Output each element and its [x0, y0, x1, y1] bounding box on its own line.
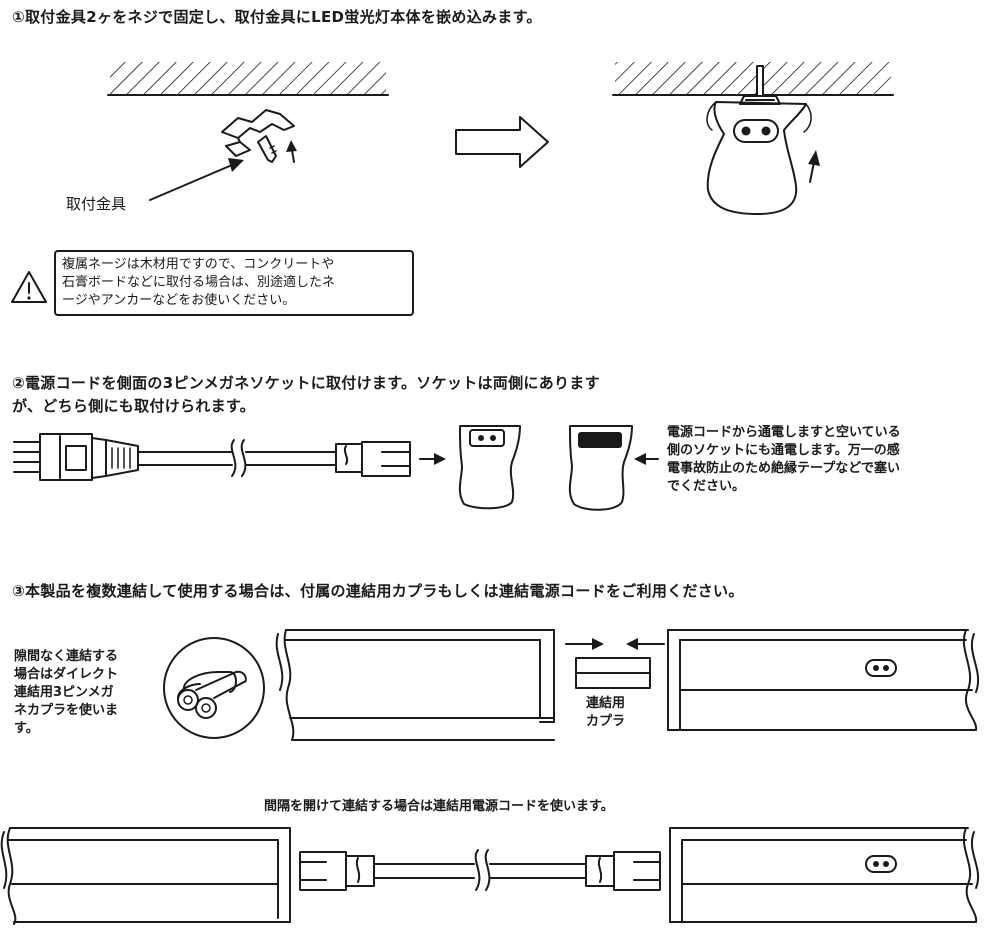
arrow-up-small-icon: [286, 140, 297, 163]
socket-note-line-2: 側のソケットにも通電します。万一の感: [667, 443, 900, 458]
lamp-bottom-right-unit: [669, 827, 980, 923]
arrow-up-right-icon: [808, 150, 820, 183]
warning-line-1: 複属ネージは木材用ですので、コンクリートや: [62, 257, 335, 272]
socket-note-line-1: 電源コードから通電しますと空いている: [667, 425, 901, 440]
lamp-bottom-left-unit: [0, 827, 291, 925]
direct-note-line-2: 場合はダイレクト: [14, 667, 119, 682]
power-plug: [13, 433, 233, 481]
bracket-pointer-arrow: [149, 158, 244, 201]
socket-note: 電源コードから通電しますと空いている 側のソケットにも通電します。万一の感 電事…: [667, 424, 901, 496]
bracket-label: 取付金具: [66, 195, 127, 213]
lamp-left-unit: [275, 629, 555, 741]
socket-note-line-3: 電事故防止のため絶縁テープなどで塞い: [667, 461, 900, 476]
ceiling-right: [612, 62, 894, 96]
end-cap-socket-open: [458, 425, 521, 510]
direct-note-line-4: ネカプラを使いま: [14, 703, 119, 718]
end-cap-socket-taped: [568, 425, 633, 511]
cord-connector: [245, 441, 411, 477]
lamp-right-unit: [667, 629, 980, 731]
coupler-label-line-1: 連結用: [586, 696, 626, 711]
warning-box: 複属ネージは木材用ですので、コンクリートや 石膏ボードなどに取付る場合は、別途適…: [54, 250, 414, 316]
step2-heading-line-1: ②電源コードを側面の3ピンメガネソケットに取付けます。ソケットは両側にあります: [12, 374, 600, 392]
screw: [257, 135, 277, 163]
lamp-end-cap-mounted: [706, 101, 812, 215]
step3-heading: ③本製品を複数連結して使用する場合は、付属の連結用カプラもしくは連結電源コードを…: [12, 582, 744, 600]
direct-coupler-note: 隙間なく連結する 場合はダイレクト 連結用3ピンメガ ネカプラを使いま す。: [14, 648, 118, 738]
coupler-label: 連結用 カプラ: [586, 695, 625, 731]
cord-break: [230, 439, 247, 477]
step2-heading-line-2: が、どちら側にも取付けられます。: [12, 397, 256, 415]
warning-triangle-icon: [11, 271, 47, 303]
arrow-into-socket-icon: [419, 453, 446, 465]
arrow-to-tape-icon: [634, 453, 659, 465]
direct-note-line-3: 連結用3ピンメガ: [14, 685, 114, 700]
direct-note-line-1: 隙間なく連結する: [14, 649, 119, 664]
mounted-bracket: [739, 65, 781, 105]
gap-power-cord: [299, 849, 661, 891]
socket-note-line-4: でください。: [667, 479, 746, 494]
direct-note-line-5: す。: [14, 721, 39, 736]
mounting-bracket: [221, 109, 295, 157]
coupler-part: [575, 657, 651, 689]
coupler-label-line-2: カプラ: [586, 714, 626, 729]
coupler-magnified-circle: [163, 637, 265, 739]
gap-cord-heading: 間隔を開けて連結する場合は連結用電源コードを使います。: [264, 799, 614, 814]
warning-line-3: ージやアンカーなどをお使いください。: [62, 293, 296, 308]
coupler-arrows: [565, 638, 665, 650]
arrow-right-icon: [455, 116, 549, 168]
step1-heading: ①取付金具2ヶをネジで固定し、取付金具にLED蛍光灯本体を嵌め込みます。: [12, 8, 542, 26]
warning-line-2: 石膏ボードなどに取付る場合は、別途適したネ: [62, 275, 336, 290]
ceiling-left: [107, 62, 389, 96]
